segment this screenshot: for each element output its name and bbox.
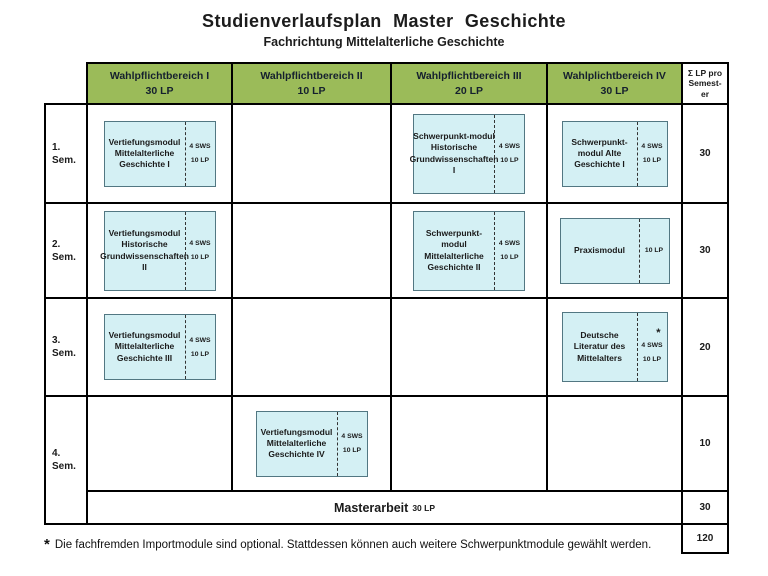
header-wpb3-lp: 20 LP [454, 84, 483, 97]
cell-sem3-wpb4: Deutsche Literatur des Mittelalters * 4 … [546, 297, 683, 397]
sum-sem3: 20 [681, 297, 729, 397]
masterarbeit-bar: Masterarbeit 30 LP [86, 490, 683, 525]
cell-sem4-wpb4 [546, 395, 683, 492]
sum-header-line3: er [700, 88, 710, 99]
sum-sem4: 10 [681, 395, 729, 492]
module-credit-panel: 4 SWS 10 LP [184, 211, 215, 290]
module-sws: 4 SWS [189, 143, 211, 150]
header-wpb2: Wahlpflichtbereich II 10 LP [231, 62, 392, 105]
module-credit-panel: 4 SWS 10 LP [636, 121, 667, 186]
module-credit-panel: * 4 SWS 10 LP [636, 313, 667, 381]
sum-sem1: 30 [681, 103, 729, 204]
module-lp: 10 LP [642, 356, 662, 363]
header-wpb4: Wahlplichtbereich IV 30 LP [546, 62, 683, 105]
module-box-schwerpunkt-grundwissenschaften-1: Schwerpunkt-modul Historische Grundwisse… [410, 113, 525, 194]
cell-sem3-wpb2 [231, 297, 392, 397]
footnote-asterisk: * [44, 536, 50, 553]
header-wpb2-lp: 10 LP [297, 84, 326, 97]
footnote-text: Die fachfremden Importmodule sind option… [54, 539, 652, 551]
module-box-schwerpunkt-alte-geschichte-1: Schwerpunkt-modul Alte Geschichte I 4 SW… [561, 120, 668, 187]
header-wpb1-label: Wahlpflichtbereich I [109, 70, 210, 83]
sum-header-line2: Semest- [688, 78, 722, 89]
module-credit-panel: 4 SWS 10 LP [184, 121, 215, 186]
cell-sem4-wpb1 [86, 395, 233, 492]
module-sws: 4 SWS [498, 143, 521, 150]
sum-sem2: 30 [681, 202, 729, 299]
cell-sem4-wpb2: Vertiefungsmodul Mittelalterliche Geschi… [231, 395, 392, 492]
header-wpb4-lp: 30 LP [600, 84, 629, 97]
row-label-sem2: 2. Sem. [44, 202, 88, 299]
header-wpb1: Wahlpflichtbereich I 30 LP [86, 62, 233, 105]
sum-header-line1: Σ LP pro [687, 67, 723, 78]
module-sws: 4 SWS [641, 342, 663, 349]
cell-sem2-wpb3: Schwerpunkt-modul Mittelalterliche Gesch… [390, 202, 548, 299]
row-label-sem4: 4. Sem. [44, 395, 88, 525]
optional-asterisk: * [656, 327, 661, 339]
page-title: Studienverlaufsplan Master Geschichte [202, 11, 566, 31]
cell-sem4-wpb3 [390, 395, 548, 492]
header-sum-lp: Σ LP pro Semest- er [681, 62, 729, 105]
cell-sem3-wpb1: Vertiefungsmodul Mittelalterliche Geschi… [86, 297, 233, 397]
masterarbeit-label: Masterarbeit [333, 500, 409, 515]
module-box-vertiefung-mittelalter-4: Vertiefungsmodul Mittelalterliche Geschi… [255, 410, 368, 477]
header-wpb4-label: Wahlplichtbereich IV [563, 70, 666, 83]
cell-sem1-wpb3: Schwerpunkt-modul Historische Grundwisse… [390, 103, 548, 204]
cell-sem2-wpb4: Praxismodul 10 LP [546, 202, 683, 299]
module-lp: 10 LP [190, 254, 210, 261]
module-lp: 10 LP [500, 157, 519, 164]
cell-sem1-wpb4: Schwerpunkt-modul Alte Geschichte I 4 SW… [546, 103, 683, 204]
module-box-vertiefung-grundwissenschaften-2: Vertiefungsmodul Historische Grundwissen… [100, 210, 216, 291]
header-wpb3: Wahlpflichtbereich III 20 LP [390, 62, 548, 105]
row-label-sem1: 1. Sem. [44, 103, 88, 204]
module-credit-panel: 10 LP [638, 218, 669, 283]
cell-sem1-wpb2 [231, 103, 392, 204]
cell-sem1-wpb1: Vertiefungsmodul Mittelalterliche Geschi… [86, 103, 233, 204]
module-box-vertiefung-mittelalter-1: Vertiefungsmodul Mittelalterliche Geschi… [103, 120, 216, 187]
module-sws: 4 SWS [189, 336, 211, 344]
row-label-sem3: 3. Sem. [44, 297, 88, 397]
module-sws: 4 SWS [498, 240, 521, 247]
module-credit-panel: 4 SWS 10 LP [494, 114, 524, 193]
cell-sem2-wpb1: Vertiefungsmodul Historische Grundwissen… [86, 202, 233, 299]
module-lp: 10 LP [190, 350, 210, 358]
module-sws: 4 SWS [641, 143, 663, 150]
module-credit-panel: 4 SWS 10 LP [184, 315, 215, 379]
cell-sem3-wpb3 [390, 297, 548, 397]
module-lp: 10 LP [642, 157, 662, 164]
header-wpb3-label: Wahlpflichtbereich III [416, 70, 522, 83]
module-box-deutsche-literatur: Deutsche Literatur des Mittelalters * 4 … [561, 312, 668, 382]
header-wpb1-lp: 30 LP [145, 84, 174, 97]
module-lp: 10 LP [190, 157, 210, 164]
header-wpb2-label: Wahlpflichtbereich II [260, 70, 363, 83]
module-box-vertiefung-mittelalter-3: Vertiefungsmodul Mittelalterliche Geschi… [103, 314, 216, 380]
masterarbeit-lp: 30 LP [412, 502, 436, 513]
module-box-praxismodul: Praxismodul 10 LP [559, 217, 670, 284]
module-sws: 4 SWS [341, 433, 363, 440]
total-lp-box: 120 [681, 523, 729, 554]
module-lp: 10 LP [644, 247, 664, 254]
cell-sem2-wpb2 [231, 202, 392, 299]
module-lp: 10 LP [342, 447, 362, 454]
module-credit-panel: 4 SWS 10 LP [336, 411, 367, 476]
module-credit-panel: 4 SWS 10 LP [494, 211, 524, 290]
module-box-schwerpunkt-mittelalter-2: Schwerpunkt-modul Mittelalterliche Gesch… [413, 210, 525, 291]
module-lp: 10 LP [500, 254, 519, 261]
footnote: * Die fachfremden Importmodule sind optio… [44, 536, 692, 553]
page-subtitle: Fachrichtung Mittelalterliche Geschichte [263, 35, 505, 49]
module-sws: 4 SWS [189, 240, 211, 247]
sum-masterarbeit: 30 [681, 490, 729, 525]
